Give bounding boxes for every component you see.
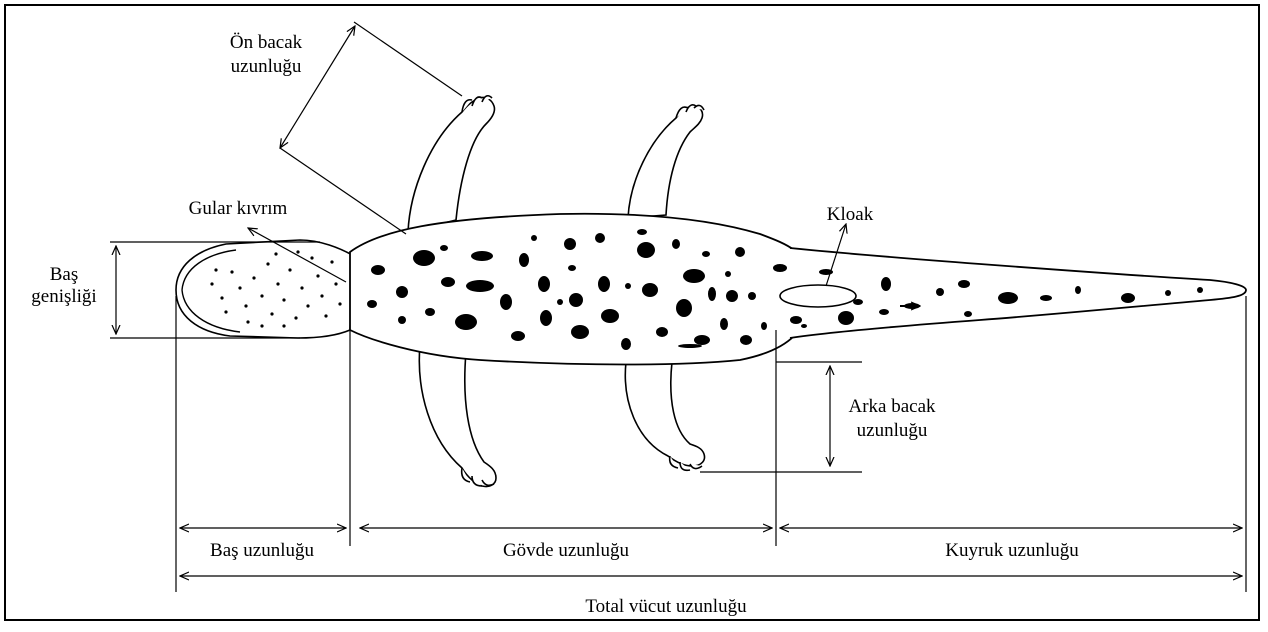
hind-leg-label-1: Arka bacak (848, 396, 936, 417)
hind-right-leg (625, 362, 704, 470)
fore-leg-label-1: Ön bacak (230, 32, 303, 53)
head (176, 240, 354, 338)
head-width-label-1: Baş (50, 264, 79, 285)
hind-leg-label-2: uzunluğu (857, 420, 928, 441)
total-length-label: Total vücut uzunluğu (585, 596, 747, 617)
fore-leg-label-2: uzunluğu (231, 56, 302, 77)
body-length-label: Gövde uzunluğu (503, 540, 630, 561)
tail-length-label: Kuyruk uzunluğu (945, 540, 1079, 561)
trunk (350, 214, 794, 365)
front-left-leg (408, 96, 495, 232)
hind-left-leg (419, 345, 496, 487)
cloaca-opening (780, 285, 856, 307)
tail (790, 248, 1246, 338)
head-length-label: Baş uzunluğu (210, 540, 314, 561)
cloaca-label: Kloak (827, 204, 874, 225)
front-right-leg (628, 105, 704, 218)
head-width-label-2: genişliği (31, 286, 96, 307)
gular-fold-label: Gular kıvrım (189, 198, 288, 219)
